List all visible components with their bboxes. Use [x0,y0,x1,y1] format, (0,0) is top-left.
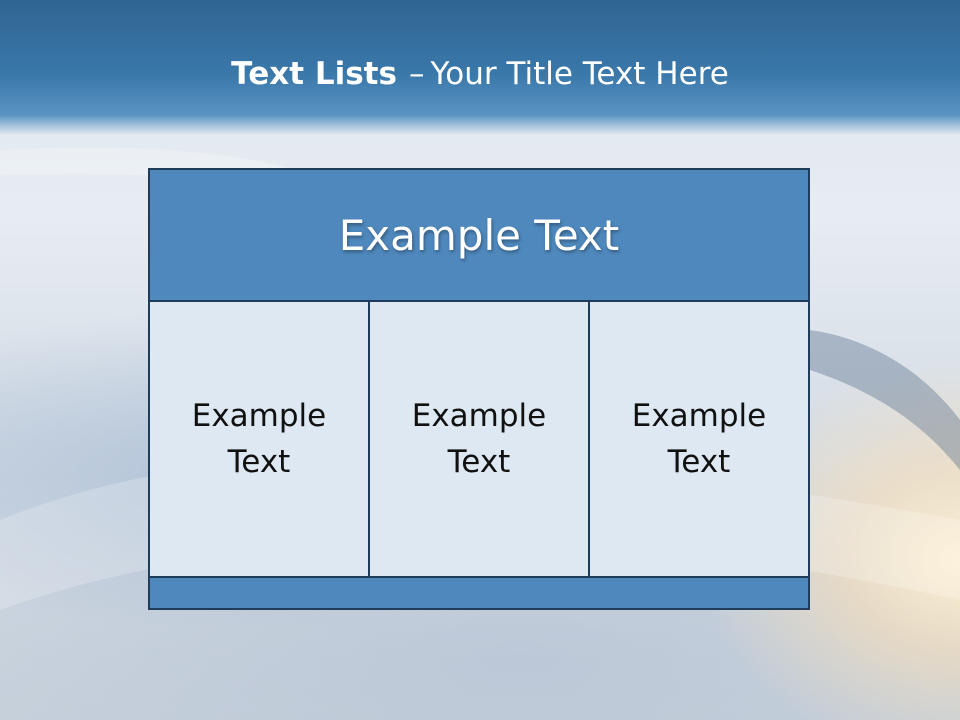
table-cell-2-line1: Example [411,398,547,434]
table-cells-row: Example Text Example Text Example Text [150,302,808,576]
title-separator: – [408,56,425,92]
table-cell-2: Example Text [368,302,588,576]
table-cell-1-line2: Text [227,444,291,480]
table-cell-1-line1: Example [191,398,327,434]
table-cell-3: Example Text [588,302,808,576]
table-header: Example Text [150,170,808,302]
title-strong: Text Lists [231,56,397,92]
slide-title: Text Lists–Your Title Text Here [0,52,960,96]
header-band [0,0,960,135]
title-rest: Your Title Text Here [430,56,729,92]
table-cell-2-line2: Text [447,444,511,480]
text-list-table: Example Text Example Text Example Text E… [148,168,810,610]
table-cell-3-line2: Text [667,444,731,480]
table-cell-3-line1: Example [631,398,767,434]
table-footer-bar [150,576,808,608]
table-cell-1: Example Text [150,302,368,576]
